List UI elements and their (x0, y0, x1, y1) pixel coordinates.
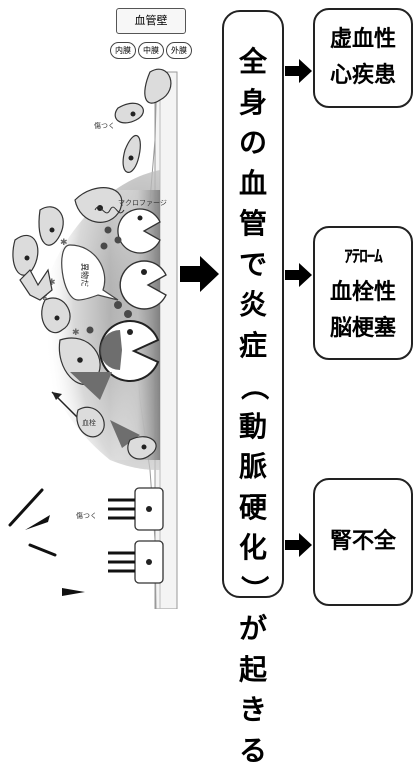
svg-text:✱: ✱ (72, 328, 80, 338)
layer-pill-media: 中膜 (138, 42, 164, 59)
layer-pill-intima: 内膜 (110, 42, 136, 59)
endothelial-cell (13, 235, 38, 275)
arrow-right-icon (285, 262, 313, 288)
outcome-renal-failure: 腎不全 (313, 478, 413, 606)
injury-label-top: 傷つく (94, 121, 115, 130)
center-char: 炎 (224, 285, 282, 326)
center-char: 硬 (224, 488, 282, 529)
outcome-line: 虚血性 (330, 22, 396, 58)
arrow-right-icon (285, 58, 313, 84)
layer-pill-adventitia: 外膜 (166, 42, 192, 59)
outcome-line: 血栓性 (330, 275, 396, 311)
center-char: き (224, 690, 282, 731)
vessel-diagram: 傷つく マクロファージ 異物だ ✱ ✱ ✱ ✱ ✱ (0, 0, 205, 609)
endothelial-cell (123, 136, 140, 173)
inflammation-box: 全 身 の 血 管 で 炎 症 （ 動 脈 硬 化 ） が 起 き る (222, 10, 284, 598)
main-arrow-icon (180, 254, 220, 294)
endothelial-cell (108, 488, 163, 530)
center-char: 全 (224, 42, 282, 83)
center-char: 身 (224, 83, 282, 124)
center-char: ） (233, 560, 274, 618)
thrombus-label: 血栓 (82, 418, 96, 427)
center-char: で (224, 245, 282, 286)
vessel-illustration: 傷つく マクロファージ 異物だ ✱ ✱ ✱ ✱ ✱ (0, 0, 205, 609)
outcome-line: 腎不全 (330, 524, 396, 560)
macrophage-label: マクロファージ (118, 199, 167, 207)
svg-text:✱: ✱ (60, 238, 68, 248)
outcome-line: 心疾患 (330, 58, 396, 94)
layer-labels: 内膜 中膜 外膜 (110, 42, 192, 59)
foam-cell (75, 188, 122, 223)
foreign-label: 異物だ (80, 263, 90, 287)
outcome-atherothrombotic-infarction: ｱﾃﾛｰﾑ 血栓性 脳梗塞 (313, 226, 413, 360)
outcome-line: ｱﾃﾛｰﾑ (344, 239, 382, 275)
center-char: る (224, 731, 282, 771)
outcome-line: 脳梗塞 (330, 311, 396, 347)
arrow-right-icon (285, 532, 313, 558)
center-char: 脈 (224, 447, 282, 488)
outcome-ischemic-heart-disease: 虚血性 心疾患 (313, 8, 413, 108)
center-char: （ (233, 357, 274, 415)
endothelial-cell (108, 541, 163, 583)
center-char: 血 (224, 164, 282, 205)
endothelial-cell (115, 103, 143, 123)
center-char: の (224, 123, 282, 164)
center-char: 管 (224, 204, 282, 245)
injury-label-bottom: 傷つく (76, 511, 97, 520)
wall-label: 血管壁 (116, 8, 186, 34)
center-char: 起 (224, 650, 282, 691)
